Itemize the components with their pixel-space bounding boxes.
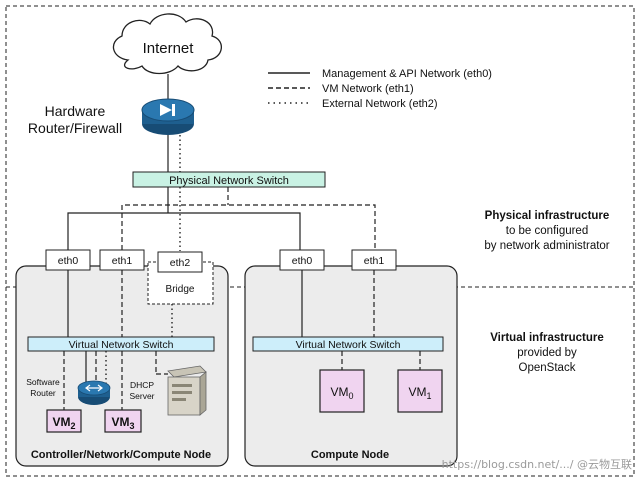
controller-node-name: Controller/Network/Compute Node [31, 449, 211, 461]
virtual-infra-line3: OpenStack [519, 362, 576, 374]
legend-item-external: External Network (eth2) [322, 98, 438, 110]
vm3-label: VM3 [111, 415, 134, 431]
physical-network-switch [132, 171, 326, 188]
internet-cloud: Internet [112, 13, 222, 75]
compute-node-name: Compute Node [311, 449, 389, 461]
bridge-label: Bridge [166, 284, 195, 295]
controller-virtual-switch [27, 336, 215, 352]
router-label-line2: Router/Firewall [28, 120, 122, 136]
vm0-box [319, 369, 365, 413]
physical-infra-line3: by network administrator [484, 240, 609, 252]
controller-vswitch-label: Virtual Network Switch [69, 339, 174, 351]
compute-node-box [244, 265, 458, 467]
internet-label: Internet [143, 40, 195, 57]
outer-frame [5, 5, 635, 477]
compute-vswitch-label: Virtual Network Switch [296, 339, 401, 351]
vm2-box [46, 409, 82, 433]
controller-eth1-label: eth1 [112, 255, 133, 267]
controller-eth0-label: eth0 [58, 255, 79, 267]
vm0-label: VM0 [330, 385, 353, 401]
hardware-router-icon [141, 98, 195, 135]
compute-eth0-label: eth0 [292, 255, 313, 267]
software-router-label-2: Router [30, 388, 56, 398]
vm2-label: VM2 [52, 415, 75, 431]
legend: Management & API Network (eth0) VM Netwo… [268, 68, 492, 110]
compute-virtual-switch [252, 336, 444, 352]
vm1-label: VM1 [408, 385, 431, 401]
controller-eth2-label: eth2 [170, 257, 191, 269]
virtual-infra-title: Virtual infrastructure [490, 332, 604, 344]
software-router-label-1: Software [26, 377, 60, 387]
dhcp-label-2: Server [129, 391, 154, 401]
controller-eth2-port [157, 251, 203, 273]
legend-item-management: Management & API Network (eth0) [322, 68, 492, 80]
compute-eth1-label: eth1 [364, 255, 385, 267]
dhcp-server-icon [167, 365, 207, 416]
physical-switch-label: Physical Network Switch [169, 175, 289, 187]
virtual-infra-line2: provided by [517, 347, 577, 359]
software-router-icon [77, 380, 111, 405]
vm1-box [397, 369, 443, 413]
router-label-line1: Hardware [45, 103, 106, 119]
dhcp-label-1: DHCP [130, 380, 154, 390]
watermark: https://blog.csdn.net/.../ @云物互联 [442, 457, 632, 471]
vm3-box [104, 409, 142, 433]
physical-infra-title: Physical infrastructure [485, 210, 610, 222]
legend-item-vm-network: VM Network (eth1) [322, 83, 414, 95]
physical-infra-line2: to be configured [506, 225, 588, 237]
